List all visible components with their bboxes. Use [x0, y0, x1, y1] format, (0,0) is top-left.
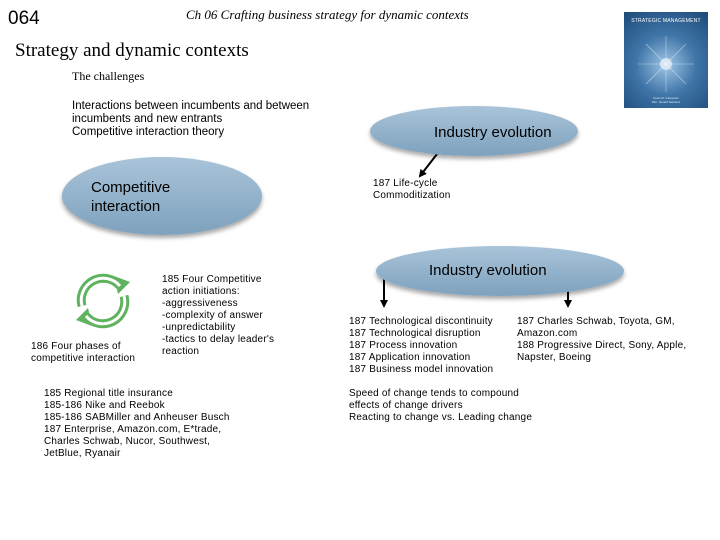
intro-text: Interactions between incumbents and betw… [72, 100, 310, 138]
industry-evolution-ellipse-top [370, 106, 578, 156]
industry-evolution-ellipse-bottom [376, 246, 624, 296]
change-drivers: 187 Technological discontinuity 187 Tech… [349, 316, 494, 375]
lifecycle-text: 187 Life-cycle Commoditization [373, 178, 451, 201]
competitive-interaction-label: Competitive interaction [91, 179, 171, 215]
chapter-title: Ch 06 Crafting business strategy for dyn… [186, 7, 469, 22]
competitive-examples: 185 Regional title insurance 185-186 Nik… [44, 388, 230, 459]
speed-of-change: Speed of change tends to compound effect… [349, 388, 533, 423]
competitive-interaction-ellipse [62, 157, 262, 235]
slide-title: Strategy and dynamic contexts [15, 40, 249, 61]
industry-evolution-label-bottom: Industry evolution [429, 262, 547, 279]
industry-evolution-label-top: Industry evolution [434, 124, 552, 141]
cycle-icon [68, 266, 138, 336]
action-initiations: 185 Four Competitive action initiations:… [162, 274, 275, 357]
book-cover-title: STRATEGIC MANAGEMENT [631, 18, 701, 24]
book-cover-authors: Kevin R. Carpenter Wm. Gerard Sanders [651, 96, 681, 104]
slide-number: 064 [8, 8, 40, 29]
cycle-caption: 186 Four phases of competitive interacti… [31, 341, 136, 364]
book-cover: STRATEGIC MANAGEMENT Kevin R. Carpenter … [624, 12, 708, 108]
slide-subtitle: The challenges [72, 69, 145, 83]
starburst-graphic [638, 36, 694, 92]
company-examples: 187 Charles Schwab, Toyota, GM, Amazon.c… [517, 316, 687, 363]
